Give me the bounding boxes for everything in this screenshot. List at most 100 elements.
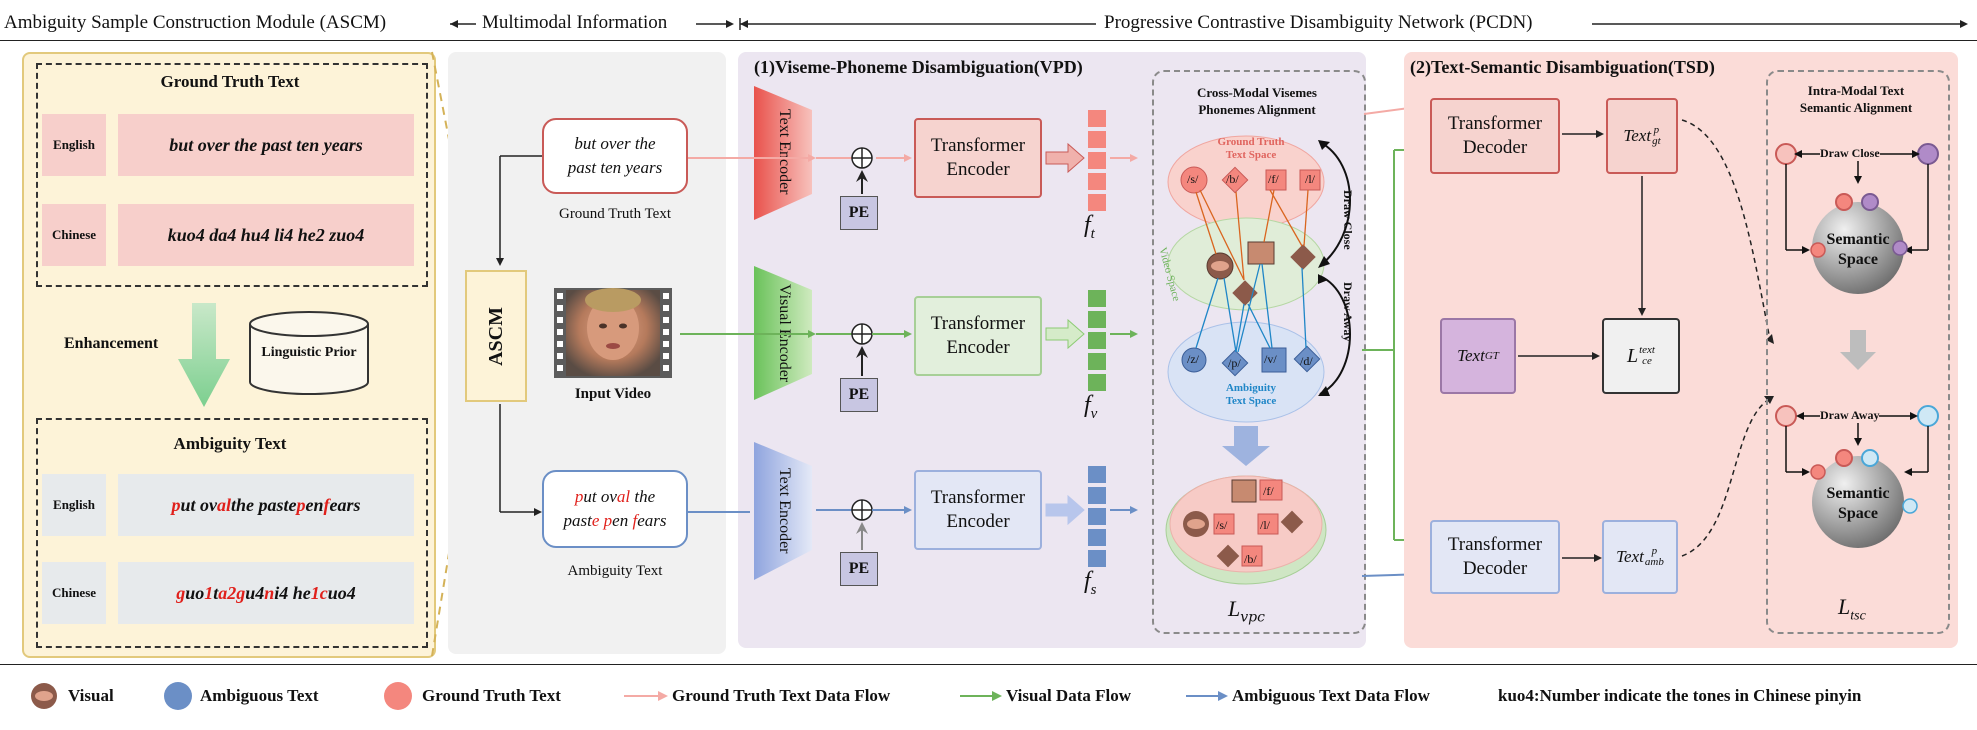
semantic-space-bottom: Semantic Space xyxy=(1812,484,1904,524)
ambzh-segment: g xyxy=(176,582,186,603)
legend-symbols xyxy=(31,682,1228,710)
draw-close-label-tsd: Draw Close xyxy=(1820,146,1880,161)
semantic-space-top: Semantic Space xyxy=(1812,230,1904,270)
loss-vpc-label: Lvpc xyxy=(1228,596,1265,626)
ascm-header-title: Ambiguity Sample Construction Module (AS… xyxy=(4,12,387,33)
gt-text-input: but over the past ten years xyxy=(542,118,688,194)
amben-segment: al xyxy=(217,494,232,515)
phoneme-amb-d: /d/ xyxy=(1300,354,1313,368)
amb-input-line2: paste pen fears xyxy=(564,509,667,533)
semantic-spaces xyxy=(1775,143,1939,548)
multimodal-header: Multimodal Information xyxy=(482,12,668,33)
enhancement-label: Enhancement xyxy=(64,335,159,352)
pcdn-header-title: Progressive Contrastive Disambiguity Net… xyxy=(1104,12,1533,33)
ambzh-segment: a2 xyxy=(218,582,237,603)
ambzh-segment: uo xyxy=(185,582,205,603)
intra-modal-title: Intra-Modal Text Semantic Alignment xyxy=(1766,82,1946,116)
phoneme-amb-z: /z/ xyxy=(1187,352,1199,366)
pe-box-amb: PE xyxy=(840,552,878,586)
amb-space-label-line1: Ambiguity xyxy=(1225,382,1277,394)
amben-segment: p xyxy=(171,494,181,515)
draw-close-label-vpd: Draw Close xyxy=(1341,190,1355,250)
amb-space-label-line2: Text Space xyxy=(1225,395,1277,407)
amben-segment: f xyxy=(323,494,330,515)
amben-segment: ut ov xyxy=(180,494,217,515)
amb-english-label: English xyxy=(42,474,106,536)
ambl2-segment: en xyxy=(612,511,633,530)
ambl2-segment: p xyxy=(603,511,613,530)
loss-ce-main: L xyxy=(1626,344,1639,367)
amben-segment: en xyxy=(305,494,324,515)
legend-visual: Visual xyxy=(68,686,114,705)
gt-heading: Ground Truth Text xyxy=(160,72,300,91)
ascm-module-box: ASCM xyxy=(465,270,527,402)
text-encoder-gt-label: Text Encoder xyxy=(776,109,793,195)
intra-modal-title-line2: Semantic Alignment xyxy=(1799,100,1913,115)
transformer-encoder-gt: Transformer Encoder xyxy=(914,118,1042,198)
gt-input-line1: but over the xyxy=(574,134,656,153)
transformer-decoder-amb: Transformer Decoder xyxy=(1430,520,1560,594)
ambzh-segment: g xyxy=(236,582,246,603)
ambzh-segment: n xyxy=(264,582,275,603)
feature-v-label: fv xyxy=(1084,392,1098,422)
ambzh-segment: c xyxy=(319,582,328,603)
feature-s-label: fs xyxy=(1084,568,1097,598)
pe-box-visual: PE xyxy=(840,378,878,412)
transformer-encoder-visual: Transformer Encoder xyxy=(914,296,1042,376)
phoneme-bottom-b: /b/ xyxy=(1244,552,1257,566)
gt-space-label-line2: Text Space xyxy=(1225,149,1277,161)
amb-input-caption: Ambiguity Text xyxy=(567,563,663,579)
tsd-title: (2)Text-Semantic Disambiguation(TSD) xyxy=(1410,57,1715,77)
ambzh-segment: 1 xyxy=(310,582,320,603)
amben-segment: the paste xyxy=(231,494,297,515)
cross-modal-alignment-box xyxy=(1152,70,1366,634)
phoneme-bottom-f: /f/ xyxy=(1263,484,1274,498)
cross-modal-spaces xyxy=(1165,135,1351,585)
linguistic-prior-label: Linguistic Prior xyxy=(261,345,357,360)
input-video-caption: Input Video xyxy=(574,386,652,402)
header-bar xyxy=(0,0,1977,41)
ambl2-segment: f xyxy=(632,511,638,530)
cross-modal-title-line2: Phonemes Alignment xyxy=(1198,102,1316,117)
ambl1-segment: the xyxy=(630,487,656,506)
text-gt-p-sub: gt xyxy=(1652,135,1661,147)
feature-stacks xyxy=(1088,110,1138,567)
ambl2-segment: past xyxy=(563,511,592,530)
text-gt-sub: GT xyxy=(1484,350,1499,362)
ambl1-segment: ut ov xyxy=(583,487,617,506)
phoneme-gt-l: /l/ xyxy=(1305,172,1316,186)
phoneme-gt-f: /f/ xyxy=(1268,172,1279,186)
enhancement-arrow xyxy=(178,303,230,407)
ambzh-segment: u4 xyxy=(245,582,265,603)
gt-chinese-text: kuo4 da4 hu4 li4 he2 zuo4 xyxy=(118,204,414,266)
amb-heading: Ambiguity Text xyxy=(173,434,287,453)
ambzh-segment: 1 xyxy=(204,582,214,603)
loss-ce-sub: ce xyxy=(1642,355,1652,367)
amb-input-line1: put oval the xyxy=(575,485,655,509)
amben-segment: ears xyxy=(329,494,361,515)
input-video-filmstrip xyxy=(554,288,672,378)
cross-modal-title: Cross-Modal Visemes Phonemes Alignment xyxy=(1152,84,1362,118)
multimodal-to-encoder-lines xyxy=(688,157,750,513)
ambl2-segment: ears xyxy=(637,511,667,530)
draw-away-label-tsd: Draw Away xyxy=(1820,408,1880,423)
phoneme-gt-b: /b/ xyxy=(1226,172,1239,186)
text-amb-sub: amb xyxy=(1644,556,1664,568)
amb-text-group xyxy=(36,418,428,648)
amb-space-label: Ambiguity Text Space xyxy=(1196,382,1306,408)
ambzh-segment: uo4 xyxy=(327,582,356,603)
gt-chinese-label: Chinese xyxy=(42,204,106,266)
loss-tsc-label: Ltsc xyxy=(1838,594,1866,624)
ambl1-segment: p xyxy=(574,487,584,506)
legend-amb-flow: Ambiguous Text Data Flow xyxy=(1232,686,1430,705)
pe-box-gt: PE xyxy=(840,196,878,230)
text-amb-main: Text xyxy=(1616,547,1644,566)
transformer-decoder-gt: Transformer Decoder xyxy=(1430,98,1560,174)
phoneme-gt-s: /s/ xyxy=(1187,172,1199,186)
vpd-flow-lines xyxy=(680,142,1085,550)
legend-bar xyxy=(0,664,1977,729)
amben-segment: p xyxy=(296,494,306,515)
